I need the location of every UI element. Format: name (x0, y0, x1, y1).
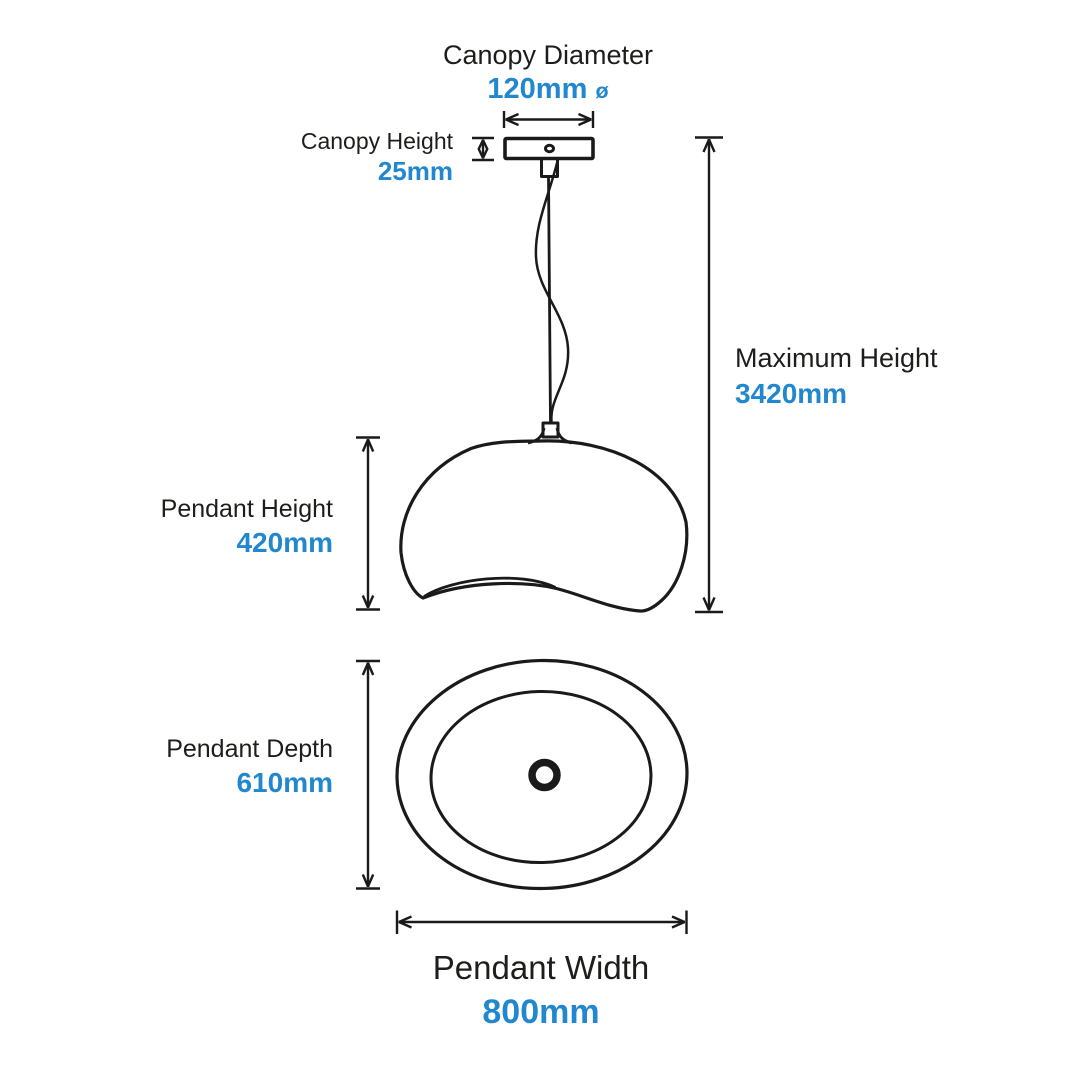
pendant-depth-arrow (356, 659, 380, 890)
dome-outline (399, 439, 689, 613)
maximum-height-name: Maximum Height (735, 343, 938, 373)
canopy-height-label: Canopy Height 25mm (300, 128, 453, 186)
maximum-height-label: Maximum Height 3420mm (735, 343, 938, 410)
pendant-width-name: Pendant Width (432, 949, 650, 986)
canopy-diameter-name: Canopy Diameter (442, 40, 654, 70)
maximum-height-value: 3420mm (735, 378, 848, 410)
pendant-width-value: 800mm (482, 992, 600, 1031)
bottom-view-inner-oval (429, 689, 653, 865)
canopy-height-arrow (472, 136, 494, 162)
pendant-height-label: Pendant Height 420mm (161, 495, 333, 558)
maximum-height-arrow (695, 136, 723, 614)
pendant-depth-label: Pendant Depth 610mm (166, 735, 333, 798)
canopy-diameter-value: 120mm (487, 73, 588, 106)
pendant-height-name: Pendant Height (160, 495, 333, 523)
bottom-view-center-ring (528, 758, 561, 792)
pendant-depth-value: 610mm (236, 767, 333, 798)
pendant-height-arrow (356, 436, 380, 611)
canopy-diameter-label: Canopy Diameter 120mm ø (348, 40, 748, 106)
pendant-width-arrow (395, 910, 688, 934)
canopy-diameter-arrow (502, 111, 595, 128)
canopy-height-name: Canopy Height (300, 128, 453, 154)
pendant-side-view (399, 439, 689, 613)
dome-rim-lip (423, 576, 557, 598)
suspension-drawing (527, 157, 572, 445)
diameter-symbol: ø (595, 79, 609, 104)
pendant-width-label: Pendant Width 800mm (341, 949, 741, 1031)
suspension-cord (534, 160, 570, 423)
bottom-view-outer-oval (395, 658, 689, 891)
canopy-screw (544, 143, 555, 154)
pendant-bottom-view (395, 658, 689, 891)
bottom-connector (541, 421, 560, 439)
pendant-depth-name: Pendant Depth (166, 735, 333, 763)
pendant-height-value: 420mm (236, 527, 333, 558)
canopy-height-value: 25mm (377, 155, 453, 186)
canopy-drawing (503, 136, 595, 161)
